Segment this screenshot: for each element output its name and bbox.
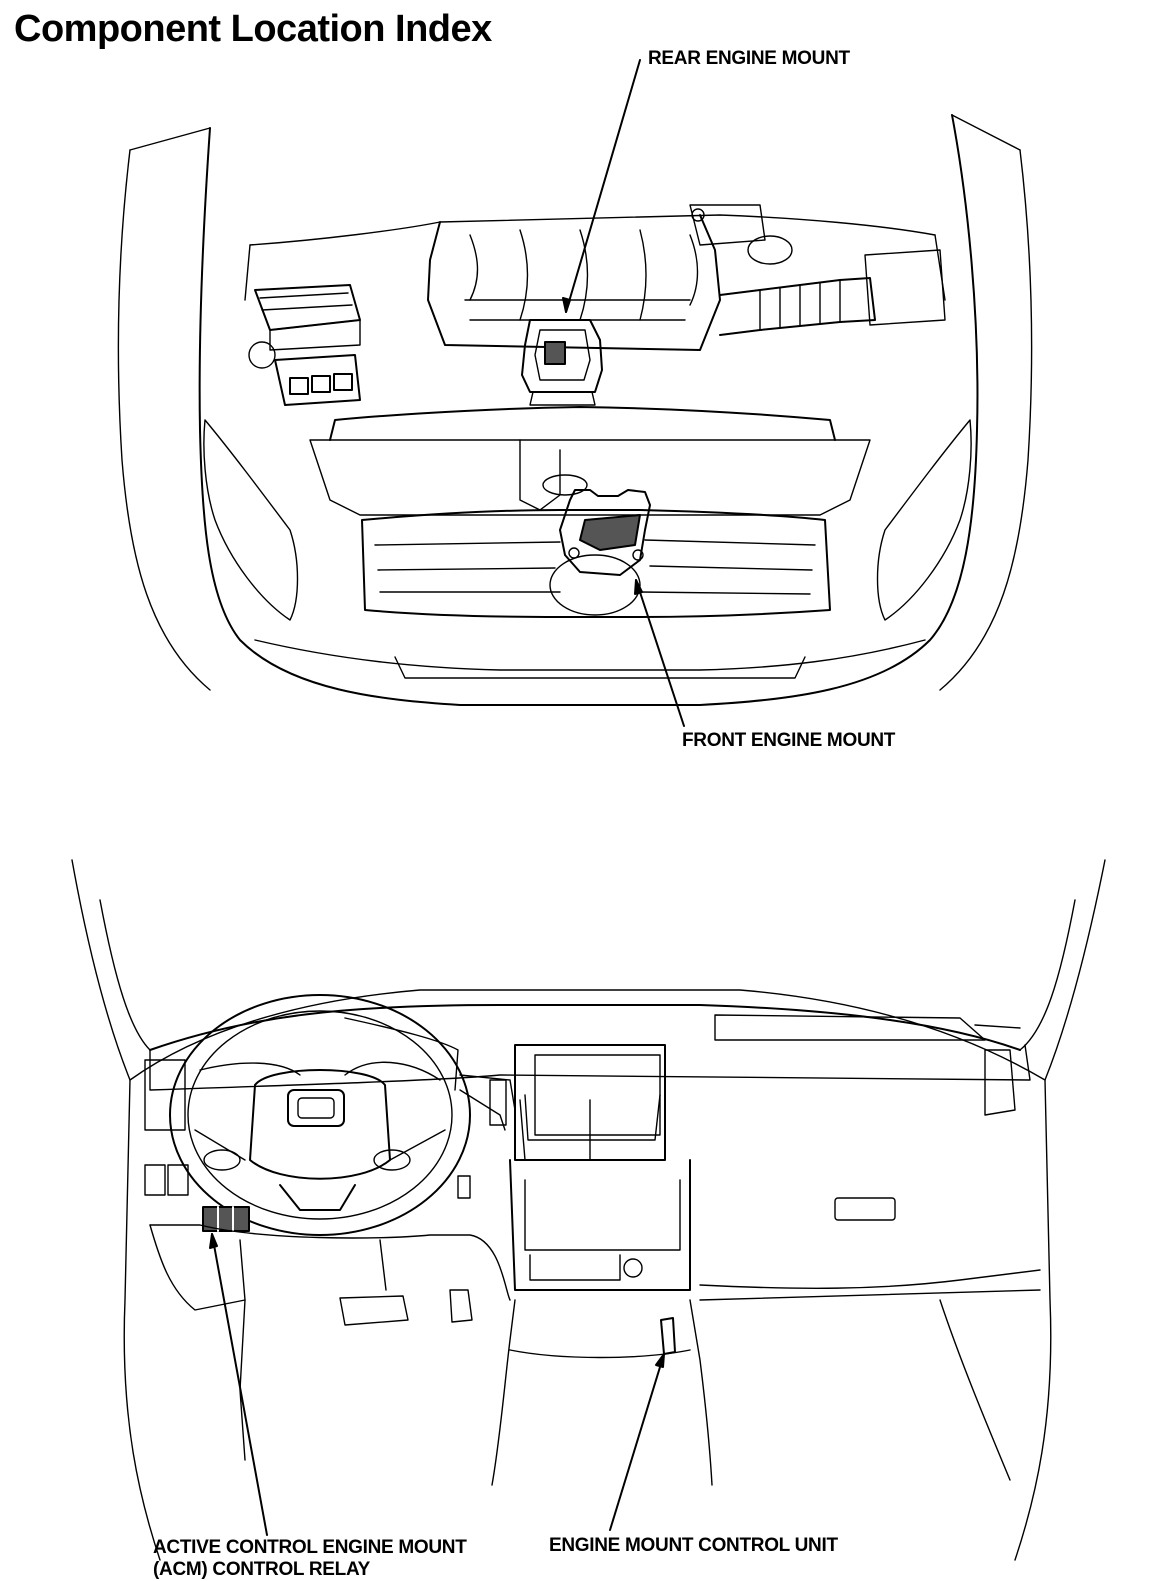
air-cleaner-box [864, 249, 946, 326]
lower-dash [149, 1224, 511, 1301]
page-title: Component Location Index [14, 8, 492, 50]
acm-control-relay-label-line2: (ACM) CONTROL RELAY [153, 1559, 371, 1580]
engine-mount-control-unit-label: ENGINE MOUNT CONTROL UNIT [549, 1535, 838, 1556]
leader-acm-control-relay [211, 1233, 268, 1536]
rear-engine-mount-shape [521, 319, 603, 406]
front-engine-mount-label: FRONT ENGINE MOUNT [682, 730, 896, 751]
fender-right [939, 149, 1033, 691]
front-bumper [254, 639, 926, 671]
front-grille [361, 509, 831, 618]
air-intake-duct [719, 277, 876, 336]
a-pillar-left [71, 859, 161, 1561]
hood-hinge-right [951, 114, 1021, 151]
headlight-right [876, 419, 972, 621]
pedals [339, 1239, 473, 1326]
steering-wheel [169, 994, 471, 1236]
hood-left-edge [198, 114, 979, 706]
hood-hinge-left [129, 127, 211, 151]
center-console [509, 1044, 691, 1291]
acm-control-relay-shape [202, 1206, 250, 1232]
engine-cover [427, 214, 721, 351]
windshield-base [149, 1004, 1021, 1051]
fender-left [117, 149, 211, 691]
firewall [249, 214, 936, 246]
front-engine-mount-shape [559, 489, 651, 576]
a-pillar-right [1014, 859, 1106, 1561]
left-dash-vents [144, 1059, 189, 1196]
acm-control-relay-label-line1: ACTIVE CONTROL ENGINE MOUNT [153, 1537, 467, 1558]
leader-front-engine-mount [635, 579, 685, 727]
radiator-support [329, 406, 836, 441]
battery [274, 354, 361, 406]
acm-control-relay-label: ACTIVE CONTROL ENGINE MOUNT (ACM) CONTRO… [153, 1537, 467, 1581]
leader-engine-mount-control-unit [609, 1353, 665, 1531]
leader-rear-engine-mount [565, 59, 641, 313]
engine-mount-control-unit-shape [660, 1317, 676, 1355]
dashboard-top [149, 1044, 1031, 1091]
headlight-left [203, 419, 299, 621]
underhood-fuse-box [254, 284, 361, 351]
engine-compartment-view [117, 59, 1033, 727]
rear-engine-mount-label: REAR ENGINE MOUNT [648, 48, 850, 69]
